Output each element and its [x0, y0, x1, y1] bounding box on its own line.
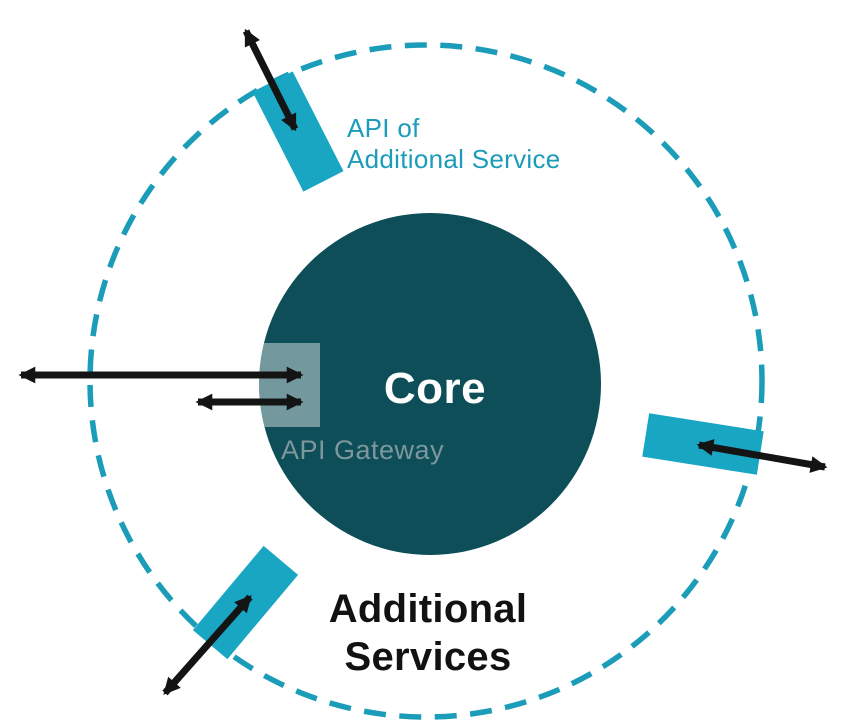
api-of-additional-service-label-line1: API of: [347, 113, 420, 143]
api-gateway-label: API Gateway: [281, 435, 444, 465]
api-of-additional-service-label-line2: Additional Service: [347, 144, 561, 174]
arrow-service-bottom: [162, 594, 253, 696]
additional-services-boundary-circle: [87, 42, 765, 720]
arrow-service-top: [242, 28, 299, 132]
core-circle: [259, 213, 601, 555]
core-label: Core: [384, 364, 486, 413]
api-gateway-panel: [259, 343, 320, 427]
additional-services-label-line1: Additional: [329, 587, 528, 631]
service-api-block-top: [252, 71, 344, 192]
arrow-service-right: [696, 439, 828, 473]
additional-services-label-line2: Services: [345, 635, 512, 679]
